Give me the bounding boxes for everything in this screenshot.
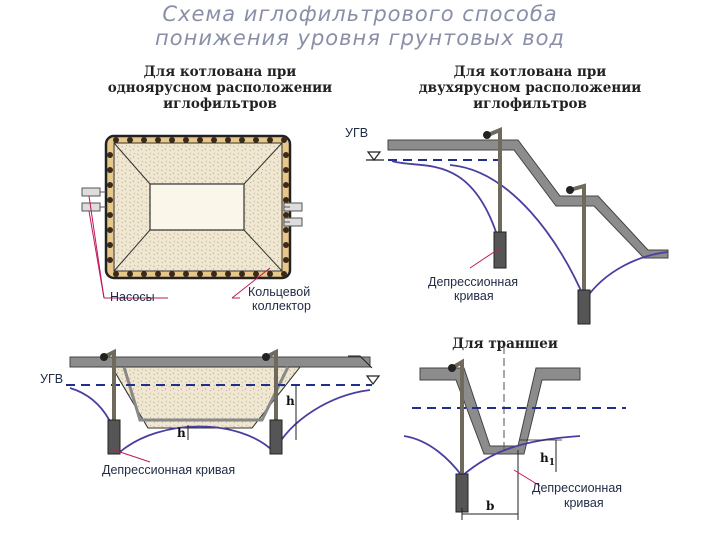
wellpoint-dot (127, 271, 133, 277)
wellpoint-dot (107, 212, 113, 218)
dimension-h1-trench-sub: 1 (549, 458, 555, 468)
wellpoint-dot (225, 137, 231, 143)
wellpoint-dot (197, 271, 203, 277)
wellpoint-upper-filter (493, 231, 507, 269)
wellpoint-lower-filter (577, 289, 591, 325)
dimension-h1-trench-letter: h (540, 451, 549, 465)
two-tier-section: УГВ Депрессионная кривая (345, 126, 669, 325)
dimension-h1-trench: h1 (540, 451, 555, 468)
pump-icon (81, 187, 101, 197)
heading-trench: Для траншеи (452, 336, 558, 352)
wellpoint-left-filter (107, 419, 121, 455)
wellpoint-dot (281, 271, 287, 277)
wellpoint-right-filter (269, 419, 283, 455)
wellpoint-dot (283, 227, 289, 233)
label-collector-line2: коллектор (252, 299, 311, 313)
wellpoint-dot (141, 271, 147, 277)
label-curve-two-tier-line1: Депрессионная (428, 275, 518, 289)
wellpoint-dot (107, 197, 113, 203)
wellpoint-upper-pipe (487, 127, 502, 232)
label-curve-trench-line2: кривая (564, 496, 604, 510)
wellpoint-dot (283, 257, 289, 263)
trench-curve (403, 435, 581, 478)
wellpoint-dot (183, 137, 189, 143)
diagram-title-line2: понижения уровня грунтовых вод (155, 26, 565, 50)
wellpoint-dot (107, 167, 113, 173)
wellpoint-dot (283, 152, 289, 158)
wellpoint-dot (239, 271, 245, 277)
single-tier-section: УГВ h h Депрессионная кривая (40, 348, 381, 477)
plan-pit-slopes (113, 142, 283, 272)
plan-pit-bottom (149, 183, 245, 231)
wellpoint-dot (211, 137, 217, 143)
wellpoint-dot (113, 271, 119, 277)
wellpoint-dot (225, 271, 231, 277)
heading-single-tier: Для котлована при одноярусном расположен… (85, 64, 355, 112)
heading-single-line3: иглофильтров (163, 96, 277, 112)
heading-single-line1: Для котлована при (143, 64, 297, 80)
heading-single-line2: одноярусном расположении (107, 80, 333, 96)
diagram-title-line1: Схема иглофильтрового способа (162, 2, 558, 26)
wellpoint-dot (283, 242, 289, 248)
wellpoint-lower-pipe (569, 183, 586, 290)
wellpoint-dot (267, 137, 273, 143)
two-tier-ground-profile (387, 139, 669, 259)
wellpoint-dot (253, 137, 259, 143)
dimension-b: b (486, 499, 494, 513)
heading-double-line3: иглофильтров (473, 96, 587, 112)
wellpoint-dot (127, 137, 133, 143)
wellpoint-trench-filter (455, 473, 469, 513)
label-curve-two-tier-line2: кривая (454, 289, 494, 303)
wellpoint-dot (113, 137, 119, 143)
wellpoint-dot (107, 152, 113, 158)
heading-double-line1: Для котлована при (453, 64, 607, 80)
wellpoint-dot (281, 137, 287, 143)
dimension-h: h (286, 394, 295, 408)
wellpoint-dot (283, 197, 289, 203)
label-ugv-two-tier: УГВ (345, 126, 368, 140)
label-curve-trench-line1: Депрессионная (532, 481, 622, 495)
wellpoint-dot (107, 182, 113, 188)
wellpoint-dot (211, 271, 217, 277)
plan-view: Насосы Кольцевой коллектор (81, 134, 311, 313)
label-ugv-single-tier: УГВ (40, 372, 63, 386)
wellpoint-dot (283, 212, 289, 218)
wellpoint-dot (141, 137, 147, 143)
two-tier-curve-upper (391, 160, 499, 239)
wellpoint-dot (169, 137, 175, 143)
wellpoint-dot (183, 271, 189, 277)
heading-double-line2: двухярусном расположении (418, 80, 642, 96)
wellpoint-dot (283, 182, 289, 188)
wellpoint-dot (197, 137, 203, 143)
label-pumps: Насосы (110, 290, 155, 304)
wellpoint-dot (155, 271, 161, 277)
wellpoint-dot (107, 227, 113, 233)
wellpoint-dot (267, 271, 273, 277)
wellpoint-dot (239, 137, 245, 143)
wellpoint-dot (169, 271, 175, 277)
wellpoint-dot (283, 167, 289, 173)
label-collector-line1: Кольцевой (248, 285, 310, 299)
dimension-h1-single: h (177, 426, 186, 440)
wellpoint-dot (107, 242, 113, 248)
wellpoint-dot (155, 137, 161, 143)
two-tier-curve-lower (449, 164, 669, 302)
trench-section: h1 b Депрессионная кривая (403, 346, 626, 520)
wellpoint-dot (253, 271, 259, 277)
label-curve-single-tier: Депрессионная кривая (102, 463, 235, 477)
wellpoint-ring (107, 137, 289, 277)
heading-double-tier: Для котлована при двухярусном расположен… (385, 64, 675, 112)
wellpoint-dot (107, 257, 113, 263)
